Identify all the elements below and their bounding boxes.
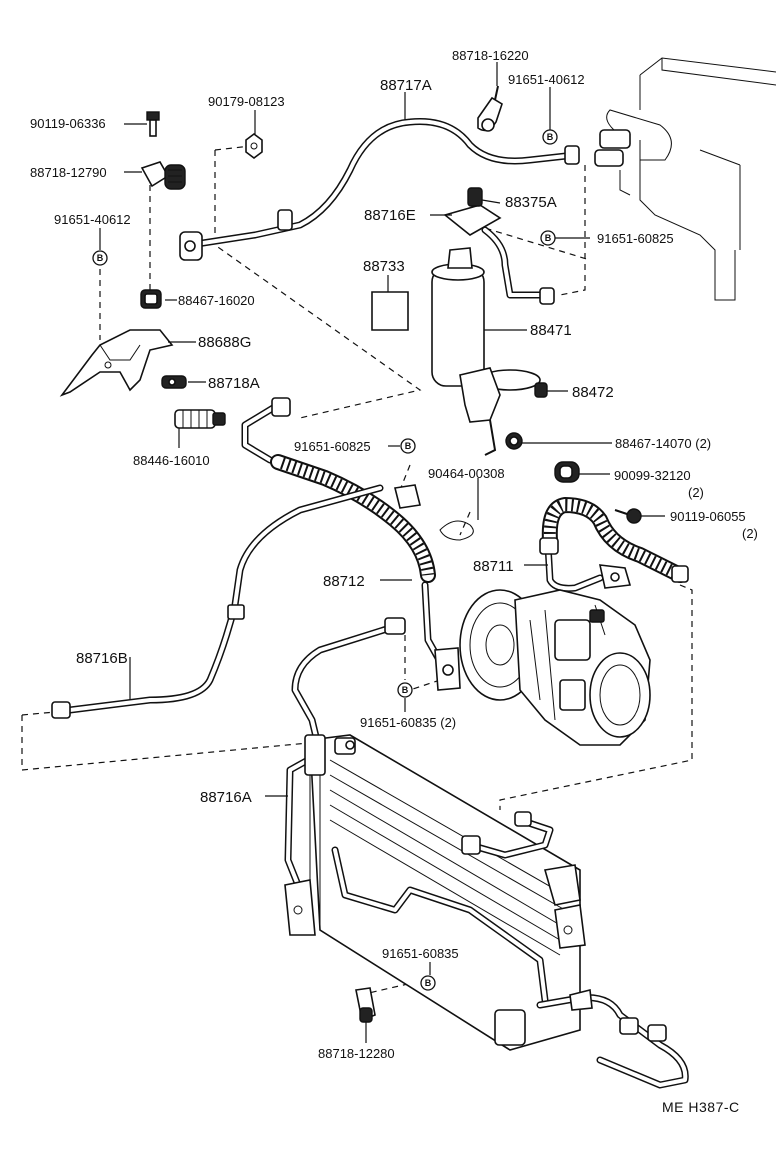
grommet-88467-16020 xyxy=(140,289,162,309)
receiver-dryer-88471 xyxy=(431,187,555,387)
diagram-code: ME H387-C xyxy=(662,1099,740,1115)
bolt-marker-5: B xyxy=(397,682,413,698)
bolt-marker-6: B xyxy=(420,975,436,991)
label-88688G: 88688G xyxy=(198,334,251,351)
bracket-88688G xyxy=(59,329,174,397)
label-88718-12280: 88718-12280 xyxy=(318,1046,395,1061)
leader-lines xyxy=(99,62,665,1043)
switch-88446-16010 xyxy=(174,409,226,429)
condenser xyxy=(284,734,586,1051)
label-91651-40612-a: 91651-40612 xyxy=(508,72,585,87)
tube-88716A-outlet xyxy=(536,989,689,1089)
bolt-marker-4: B xyxy=(400,438,416,454)
label-88718-16220: 88718-16220 xyxy=(452,48,529,63)
svg-text:B: B xyxy=(402,685,409,695)
label-88716E: 88716E xyxy=(364,207,416,224)
label-90119-06055: 90119-06055 xyxy=(670,509,746,524)
hose-88712 xyxy=(241,397,461,691)
label-plate-88733 xyxy=(371,291,409,331)
label-90464-00308: 90464-00308 xyxy=(428,466,505,481)
bolt-90119-06055 xyxy=(614,508,642,524)
label-91651-60825-a: 91651-60825 xyxy=(597,231,674,246)
nut-90179-08123 xyxy=(245,133,263,159)
label-88716A: 88716A xyxy=(200,789,252,806)
clamp-88718-16220 xyxy=(477,85,503,132)
label-88712: 88712 xyxy=(323,573,365,590)
tube-88716A xyxy=(284,617,406,894)
label-88471: 88471 xyxy=(530,322,572,339)
bolt-marker-1: B xyxy=(542,129,558,145)
label-91651-40612-b: 91651-40612 xyxy=(54,212,131,227)
bracket-88472 xyxy=(459,367,548,456)
engine-outline xyxy=(594,57,776,301)
tube-88716B xyxy=(51,484,384,719)
cushion-90099-32120 xyxy=(554,461,580,483)
svg-text:B: B xyxy=(405,441,412,451)
label-88717A: 88717A xyxy=(380,77,432,94)
svg-text:B: B xyxy=(425,978,432,988)
label-90119-06336: 90119-06336 xyxy=(30,116,106,131)
label-91651-60835-b: 91651-60835 xyxy=(382,946,459,961)
reference-lines xyxy=(21,144,693,996)
label-88718A: 88718A xyxy=(208,375,260,392)
label-90099-32120-qty: (2) xyxy=(688,485,704,500)
svg-text:B: B xyxy=(545,233,552,243)
label-88716B: 88716B xyxy=(76,650,128,667)
label-88375A: 88375A xyxy=(505,194,557,211)
part-labels: 88718-16220 91651-40612 88717A 90179-081… xyxy=(30,48,758,1115)
hose-88711 xyxy=(539,497,689,592)
label-88467-14070: 88467-14070 (2) xyxy=(615,436,711,451)
grommet-88467-14070 xyxy=(505,432,523,450)
svg-text:B: B xyxy=(97,253,104,263)
bolt-marker-3: B xyxy=(92,250,108,266)
label-88446-16010: 88446-16010 xyxy=(133,453,210,468)
compressor xyxy=(459,589,651,746)
label-88472: 88472 xyxy=(572,384,614,401)
tube-88717A xyxy=(179,117,580,261)
bolt-marker-2: B xyxy=(540,230,556,246)
label-88718-12790: 88718-12790 xyxy=(30,165,107,180)
clamp-88718-12280 xyxy=(355,987,376,1023)
label-91651-60825-b: 91651-60825 xyxy=(294,439,371,454)
label-88467-16020: 88467-16020 xyxy=(178,293,255,308)
clip-90464-00308 xyxy=(439,520,474,541)
label-88711: 88711 xyxy=(473,558,514,575)
clamp-88718-12790 xyxy=(140,161,186,190)
clamp-88718A xyxy=(161,375,187,389)
svg-text:B: B xyxy=(547,132,554,142)
label-88733: 88733 xyxy=(363,258,405,275)
label-90179-08123: 90179-08123 xyxy=(208,94,285,109)
label-90099-32120: 90099-32120 xyxy=(614,468,691,483)
label-91651-60835-a: 91651-60835 (2) xyxy=(360,715,456,730)
bolt-90119-06336 xyxy=(146,111,160,137)
label-90119-06055-qty: (2) xyxy=(742,526,758,541)
